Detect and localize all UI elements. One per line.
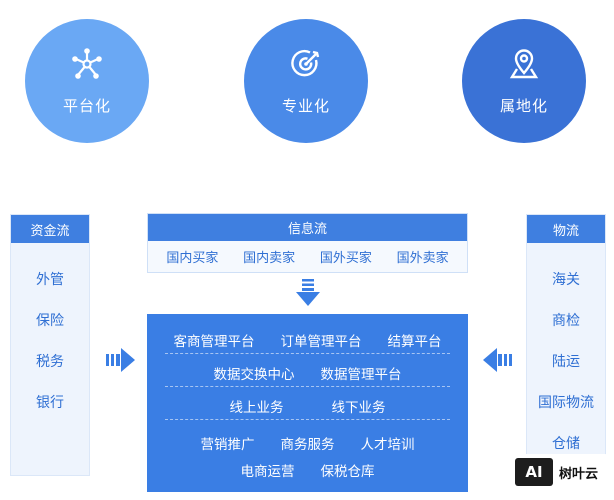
watermark-logo: AI bbox=[515, 458, 553, 486]
info-flow-item: 国外买家 bbox=[319, 251, 372, 266]
logistics-panel: 物流 海关 商检 陆运 国际物流 仓储 bbox=[526, 214, 606, 476]
network-icon bbox=[72, 47, 102, 79]
circle-localization: 属地化 bbox=[462, 19, 586, 143]
platform-item: 人才培训 bbox=[360, 437, 415, 453]
arrow-down-icon bbox=[295, 279, 321, 307]
watermark-text: 树叶云 bbox=[559, 466, 599, 482]
circle-professional: 专业化 bbox=[244, 19, 368, 143]
circle-label: 平台化 bbox=[62, 96, 111, 115]
platform-item: 线上业务 bbox=[229, 400, 284, 416]
capital-flow-item: 银行 bbox=[36, 395, 64, 411]
platform-item: 电商运营 bbox=[240, 464, 295, 480]
platform-item: 线下业务 bbox=[331, 400, 386, 416]
platform-item: 订单管理平台 bbox=[280, 334, 362, 350]
logistics-item: 陆运 bbox=[552, 354, 580, 370]
info-flow-item: 国外卖家 bbox=[396, 251, 449, 266]
platform-item: 保税仓库 bbox=[320, 464, 375, 480]
circle-label: 专业化 bbox=[281, 96, 330, 115]
logistics-item: 仓储 bbox=[552, 436, 580, 452]
info-flow-item: 国内买家 bbox=[166, 251, 219, 266]
platform-item: 客商管理平台 bbox=[173, 334, 255, 350]
target-icon bbox=[291, 49, 320, 76]
platform-item: 结算平台 bbox=[387, 334, 442, 350]
divider bbox=[165, 386, 450, 387]
platform-block: 客商管理平台 订单管理平台 结算平台 数据交换中心 数据管理平台 线上业务 线下… bbox=[147, 314, 468, 492]
platform-item: 数据管理平台 bbox=[320, 367, 402, 383]
logistics-title: 物流 bbox=[527, 215, 605, 243]
info-flow-panel: 信息流 国内买家 国内卖家 国外买家 国外卖家 bbox=[147, 213, 468, 273]
watermark: AI 树叶云 bbox=[513, 454, 609, 490]
info-flow-title: 信息流 bbox=[148, 214, 467, 241]
capital-flow-item: 外管 bbox=[36, 272, 64, 288]
capital-flow-panel: 资金流 外管 保险 税务 银行 bbox=[10, 214, 90, 476]
divider bbox=[165, 419, 450, 420]
arrow-left-icon bbox=[482, 348, 512, 372]
capital-flow-item: 保险 bbox=[36, 313, 64, 329]
capital-flow-item: 税务 bbox=[36, 354, 64, 370]
circle-platform: 平台化 bbox=[25, 19, 149, 143]
logistics-item: 国际物流 bbox=[538, 395, 594, 411]
logistics-item: 海关 bbox=[552, 272, 580, 288]
platform-item: 营销推广 bbox=[200, 437, 255, 453]
circle-label: 属地化 bbox=[499, 96, 548, 115]
info-flow-item: 国内卖家 bbox=[243, 251, 296, 266]
platform-item: 商务服务 bbox=[280, 437, 335, 453]
location-icon bbox=[509, 48, 539, 78]
capital-flow-title: 资金流 bbox=[11, 215, 89, 243]
arrow-right-icon bbox=[106, 348, 136, 372]
logistics-item: 商检 bbox=[552, 313, 580, 329]
platform-item: 数据交换中心 bbox=[213, 367, 295, 383]
divider bbox=[165, 353, 450, 354]
